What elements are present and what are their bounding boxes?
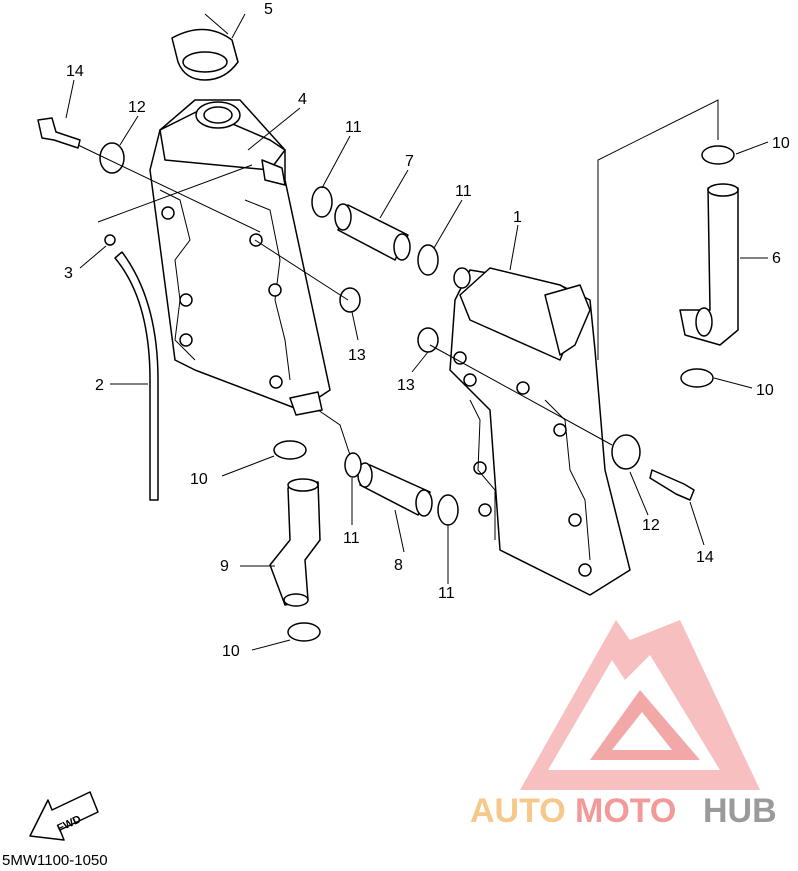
callout-numbers: 1 2 3 4 5 6 7 8 9 10 10 10 10 11 11 11 1… — [64, 1, 790, 660]
callout-6: 6 — [772, 250, 781, 267]
watermark-text: AUTO MOTO HUB — [470, 792, 777, 830]
watermark-moto: MOTO — [575, 792, 676, 830]
bolt-14 — [37, 117, 695, 501]
fwd-arrow-icon: FWD — [29, 791, 99, 841]
radiator-cap — [171, 13, 239, 81]
breather-hose-2 — [114, 251, 159, 501]
hose-6 — [679, 183, 739, 346]
callout-11-top-right: 11 — [455, 183, 472, 200]
callout-4: 4 — [298, 91, 307, 108]
callout-14-right: 14 — [696, 549, 714, 566]
diagram-code: 5MW1100-1050 — [2, 852, 108, 869]
collar-13 — [339, 287, 439, 353]
hose-9 — [269, 478, 321, 607]
callout-7: 7 — [405, 153, 414, 170]
watermark-auto: AUTO — [470, 792, 566, 830]
callout-9: 9 — [220, 558, 229, 575]
callout-10-right: 10 — [756, 382, 774, 399]
callout-12-left: 12 — [128, 99, 146, 116]
callout-5: 5 — [264, 1, 273, 18]
callout-12-right: 12 — [642, 517, 660, 534]
watermark-logo — [520, 620, 760, 790]
hose-8 — [357, 462, 433, 517]
callout-2: 2 — [95, 377, 104, 394]
callout-10-top-right: 10 — [772, 135, 790, 152]
straight-hose-7 — [334, 203, 411, 261]
callout-1: 1 — [513, 209, 522, 226]
callout-13-left: 13 — [348, 347, 366, 364]
clip-3 — [104, 234, 116, 246]
callout-13-right: 13 — [397, 377, 415, 394]
callout-11-bottom-left: 11 — [343, 530, 360, 547]
grommet-12 — [99, 142, 641, 470]
alignment-lines — [77, 99, 719, 456]
watermark-hub: HUB — [703, 792, 777, 830]
callout-14-left: 14 — [66, 63, 84, 80]
right-radiator — [449, 267, 631, 596]
hose-clamp-10 — [273, 145, 735, 642]
callout-10-bottom: 10 — [222, 643, 240, 660]
callout-11-top-left: 11 — [345, 119, 362, 136]
callout-8: 8 — [394, 557, 403, 574]
callout-11-bottom-right: 11 — [438, 585, 455, 602]
callout-leaders — [65, 13, 769, 651]
callout-10-mid-left: 10 — [190, 471, 208, 488]
callout-3: 3 — [64, 265, 73, 282]
left-radiator — [149, 99, 331, 416]
